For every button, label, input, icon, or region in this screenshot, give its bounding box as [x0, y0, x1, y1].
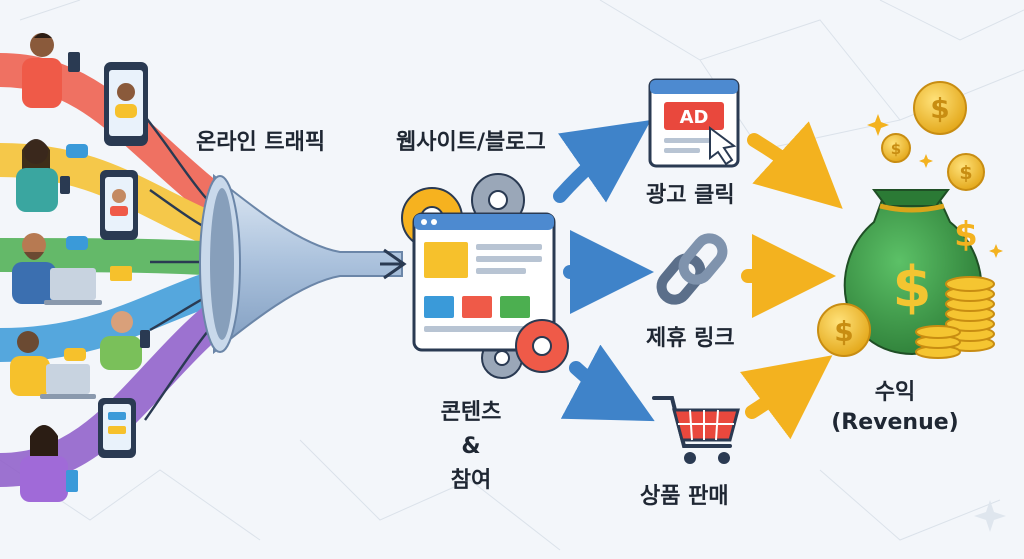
revenue-label-en: (Revenue): [831, 410, 959, 435]
flow-arrows-blue: [553, 120, 655, 422]
content-label-line: 참여: [450, 468, 492, 493]
revenue-label-ko: 수익: [874, 380, 916, 405]
sparkle-icon: [974, 500, 1006, 532]
chain-link-icon: [656, 233, 728, 305]
person-phone-icon: [16, 139, 88, 212]
coin-icon: $: [913, 81, 967, 135]
person-phone-icon: [20, 425, 78, 502]
money-bag-symbol: $: [893, 255, 932, 320]
arrow-to-ad: [553, 120, 651, 203]
phone-icon: [98, 398, 136, 458]
dollar-sign-floating: $: [954, 215, 978, 255]
person-laptop-icon: [12, 233, 132, 305]
arrow-to-sales: [560, 344, 655, 422]
coin-icon: $: [881, 133, 911, 163]
content-label-line: &: [461, 434, 481, 459]
revenue-label: 수익 (Revenue): [820, 378, 970, 438]
sparkle-icon: [867, 114, 1003, 258]
coin-symbol: $: [891, 140, 901, 158]
content-label-line: 콘텐츠: [440, 400, 502, 425]
arrow-sales-to-revenue: [740, 355, 833, 440]
coin-icon: $: [947, 153, 985, 191]
website-blog-label: 웹사이트/블로그: [396, 130, 546, 155]
coin-symbol: $: [959, 162, 972, 184]
ad-window-icon: AD: [648, 78, 740, 168]
ad-badge: AD: [680, 107, 709, 128]
flow-arrows-orange: [740, 121, 843, 440]
online-traffic-label: 온라인 트래픽: [196, 130, 326, 155]
webpage-icon: [412, 212, 556, 352]
arrow-ad-to-revenue: [747, 121, 843, 209]
coin-symbol: $: [834, 315, 853, 348]
affiliate-link-label: 제휴 링크: [646, 326, 735, 351]
ad-click-label: 광고 클릭: [646, 183, 735, 208]
shopping-cart-icon: [652, 396, 740, 464]
phone-icon: [100, 170, 138, 240]
coin-stack-icon: [915, 276, 995, 359]
phone-icon: [104, 62, 148, 146]
funnel-icon: [199, 173, 407, 355]
person-phone-icon: [100, 311, 150, 370]
cursor-icon: [709, 126, 737, 166]
person-phone-icon: [22, 33, 80, 108]
coin-icon: $: [817, 303, 871, 357]
gear-icon: [515, 319, 569, 373]
content-engagement-label: 콘텐츠 & 참여: [436, 396, 506, 498]
money-bag-icon: $: [843, 189, 983, 356]
product-sales-label: 상품 판매: [640, 484, 729, 509]
person-laptop-icon: [10, 331, 96, 399]
coin-symbol: $: [930, 92, 949, 125]
